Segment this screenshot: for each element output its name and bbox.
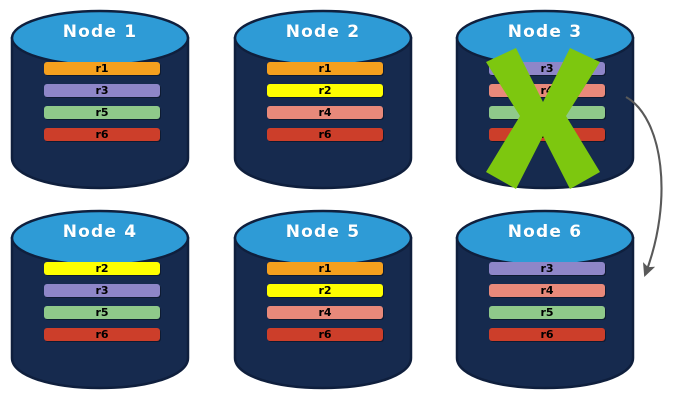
replica-bar-r4[interactable]: r4 — [267, 106, 383, 119]
replica-label: r6 — [318, 128, 332, 141]
replica-list: r3 r4 r5 r6 — [489, 262, 605, 350]
replica-label: r4 — [540, 284, 554, 297]
replica-list: r2 r3 r5 r6 — [44, 262, 160, 350]
replica-list: r1 r2 r4 r6 — [267, 262, 383, 350]
replica-label: r6 — [540, 128, 554, 141]
replica-bar-r6[interactable]: r6 — [44, 128, 160, 141]
replica-label: r3 — [95, 84, 109, 97]
replica-label: r4 — [318, 106, 332, 119]
replica-bar-r1[interactable]: r1 — [267, 262, 383, 275]
replica-bar-r2[interactable]: r2 — [267, 84, 383, 97]
replica-bar-r4[interactable]: r4 — [267, 306, 383, 319]
replica-bar-r5[interactable]: r5 — [44, 306, 160, 319]
replica-label: r5 — [540, 306, 554, 319]
replica-bar-r2[interactable]: r2 — [267, 284, 383, 297]
replica-bar-r5[interactable]: r5 — [44, 106, 160, 119]
replica-bar-r3[interactable]: r3 — [44, 284, 160, 297]
replica-bar-r5[interactable]: r5 — [489, 106, 605, 119]
replica-label: r5 — [540, 106, 554, 119]
replica-bar-r4[interactable]: r4 — [489, 284, 605, 297]
replica-label: r3 — [540, 62, 554, 75]
replica-bar-r6[interactable]: r6 — [267, 328, 383, 341]
replica-bar-r6[interactable]: r6 — [489, 128, 605, 141]
replica-bar-r6[interactable]: r6 — [489, 328, 605, 341]
replica-bar-r4[interactable]: r4 — [489, 84, 605, 97]
replica-label: r5 — [95, 306, 109, 319]
replica-list: r3 r4 r5 r6 — [489, 62, 605, 150]
replica-label: r5 — [95, 106, 109, 119]
replica-bar-r1[interactable]: r1 — [267, 62, 383, 75]
replica-bar-r3[interactable]: r3 — [489, 262, 605, 275]
replica-bar-r6[interactable]: r6 — [267, 128, 383, 141]
replica-label: r6 — [318, 328, 332, 341]
replica-label: r3 — [540, 262, 554, 275]
replica-bar-r1[interactable]: r1 — [44, 62, 160, 75]
replica-list: r1 r2 r4 r6 — [267, 62, 383, 150]
replica-label: r1 — [318, 262, 332, 275]
replica-bar-r5[interactable]: r5 — [489, 306, 605, 319]
replica-bar-r6[interactable]: r6 — [44, 328, 160, 341]
replica-label: r1 — [318, 62, 332, 75]
replica-label: r6 — [95, 328, 109, 341]
replica-label: r2 — [318, 284, 332, 297]
replica-label: r2 — [318, 84, 332, 97]
replica-label: r4 — [318, 306, 332, 319]
replica-label: r6 — [540, 328, 554, 341]
replica-list: r1 r3 r5 r6 — [44, 62, 160, 150]
replica-label: r6 — [95, 128, 109, 141]
replica-bar-r3[interactable]: r3 — [44, 84, 160, 97]
replica-label: r1 — [95, 62, 109, 75]
replica-bar-r3[interactable]: r3 — [489, 62, 605, 75]
replica-label: r3 — [95, 284, 109, 297]
replica-label: r2 — [95, 262, 109, 275]
replica-bar-r2[interactable]: r2 — [44, 262, 160, 275]
replica-label: r4 — [540, 84, 554, 97]
